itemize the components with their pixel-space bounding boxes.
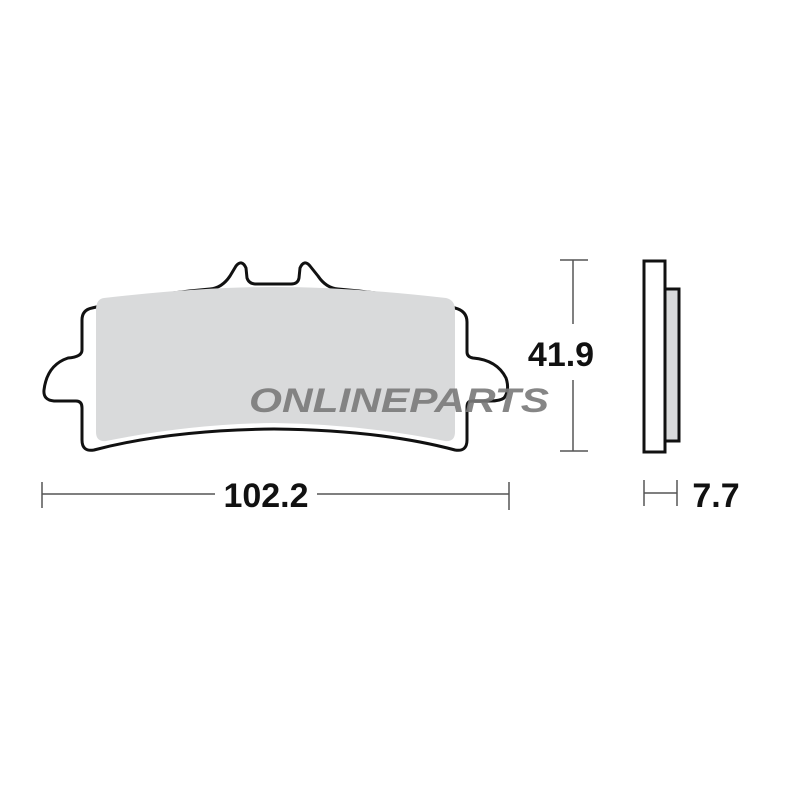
height-dimension: 41.9: [528, 259, 594, 452]
friction-material: [96, 287, 455, 442]
side-backplate: [642, 259, 667, 454]
thickness-dimension: 7.7: [643, 477, 740, 515]
height-dimension-label: 41.9: [528, 336, 594, 374]
thickness-dimension-label: 7.7: [692, 477, 739, 515]
side-friction-material: [663, 287, 681, 443]
width-dimension: 102.2: [41, 477, 510, 515]
front-view: [42, 261, 510, 452]
side-view: [642, 259, 681, 454]
watermark-text: ONLINEPARTS: [249, 382, 549, 420]
width-dimension-label: 102.2: [223, 477, 308, 515]
